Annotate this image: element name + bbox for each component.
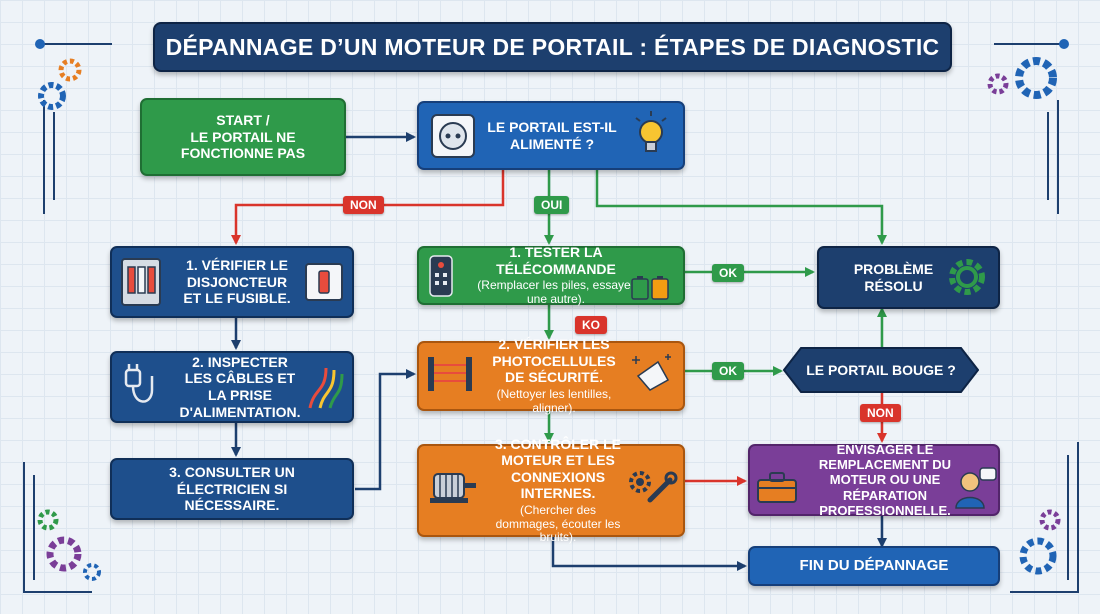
breaker-panel-icon	[121, 258, 161, 306]
node-powered-text: LE PORTAIL EST-IL ALIMENTÉ ?	[487, 118, 617, 152]
cleaning-cloth-icon	[632, 354, 671, 391]
node-powered[interactable]: LE PORTAIL EST-IL ALIMENTÉ ?	[417, 101, 685, 170]
electric-motor-icon	[430, 473, 476, 503]
node-start-line2: LE PORTAIL NE	[190, 128, 296, 145]
label-ok-photocells: OK	[712, 362, 744, 380]
edge-powered-resolved	[595, 170, 887, 245]
node-photocells-text: 2. VÉRIFIER LES PHOTOCELLULES DE SÉCURIT…	[492, 336, 616, 386]
label-oui-powered: OUI	[534, 196, 570, 214]
node-cables-text: 2. INSPECTER LES CÂBLES ET LA PRISE D'AL…	[179, 353, 301, 420]
node-cables[interactable]: 2. INSPECTER LES CÂBLES ET LA PRISE D'AL…	[110, 351, 354, 423]
node-end-text: FIN DU DÉPANNAGE	[799, 557, 949, 575]
gear-wrench-icon	[629, 471, 678, 503]
node-moves-text: LE PORTAIL BOUGE ?	[806, 361, 956, 378]
battery-icon	[631, 276, 669, 300]
light-switch-icon	[305, 263, 343, 301]
edge-motor-end	[551, 537, 747, 571]
node-electrician[interactable]: 3. CONSULTER UN ÉLECTRICIEN SI NÉCESSAIR…	[110, 458, 354, 520]
toolbox-icon	[757, 472, 797, 503]
node-motor-sub: (Chercher des dommages, écouter les brui…	[495, 502, 621, 545]
node-remote-text: 1. TESTER LA TÉLÉCOMMANDE	[496, 244, 616, 277]
node-photocells-sub: (Nettoyer les lentilles, aligner).	[496, 386, 612, 415]
edge-electrician-photocells	[355, 369, 416, 491]
photocell-sensor-icon	[428, 357, 472, 391]
wires-icon	[308, 367, 344, 409]
node-replace-text: ENVISAGER LE REMPLACEMENT DU MOTEUR OU U…	[818, 441, 952, 518]
node-start[interactable]: START / LE PORTAIL NE FONCTIONNE PAS	[140, 98, 346, 176]
node-breaker-text: 1. VÉRIFIER LE DISJONCTEUR ET LE FUSIBLE…	[183, 257, 291, 307]
node-electrician-text: 3. CONSULTER UN ÉLECTRICIEN SI NÉCESSAIR…	[169, 464, 295, 514]
power-outlet-icon	[431, 114, 475, 158]
label-ko-remote: KO	[575, 316, 607, 334]
remote-control-icon	[429, 255, 453, 297]
label-ok-remote: OK	[712, 264, 744, 282]
node-moves-shape	[783, 347, 979, 393]
node-start-line1: START /	[216, 112, 270, 129]
label-non-powered: NON	[343, 196, 384, 214]
node-resolved[interactable]: PROBLÈME RÉSOLU	[817, 246, 1000, 309]
gear-icon	[949, 259, 985, 295]
label-non-moves: NON	[860, 404, 901, 422]
node-resolved-text: PROBLÈME RÉSOLU	[853, 260, 934, 294]
page-title: DÉPANNAGE D’UN MOTEUR DE PORTAIL : ÉTAPE…	[153, 22, 952, 72]
lightbulb-icon	[635, 111, 667, 152]
node-motor-text: 3. CONTRÔLER LE MOTEUR ET LES CONNEXIONS…	[494, 435, 621, 502]
node-start-line3: FONCTIONNE PAS	[180, 145, 306, 162]
node-moves[interactable]: LE PORTAIL BOUGE ?	[783, 347, 979, 393]
plug-cable-icon	[124, 364, 154, 403]
technician-icon	[955, 467, 997, 509]
node-remote-sub: (Remplacer les piles, essayer une autre)…	[477, 278, 635, 307]
node-end[interactable]: FIN DU DÉPANNAGE	[748, 546, 1000, 586]
